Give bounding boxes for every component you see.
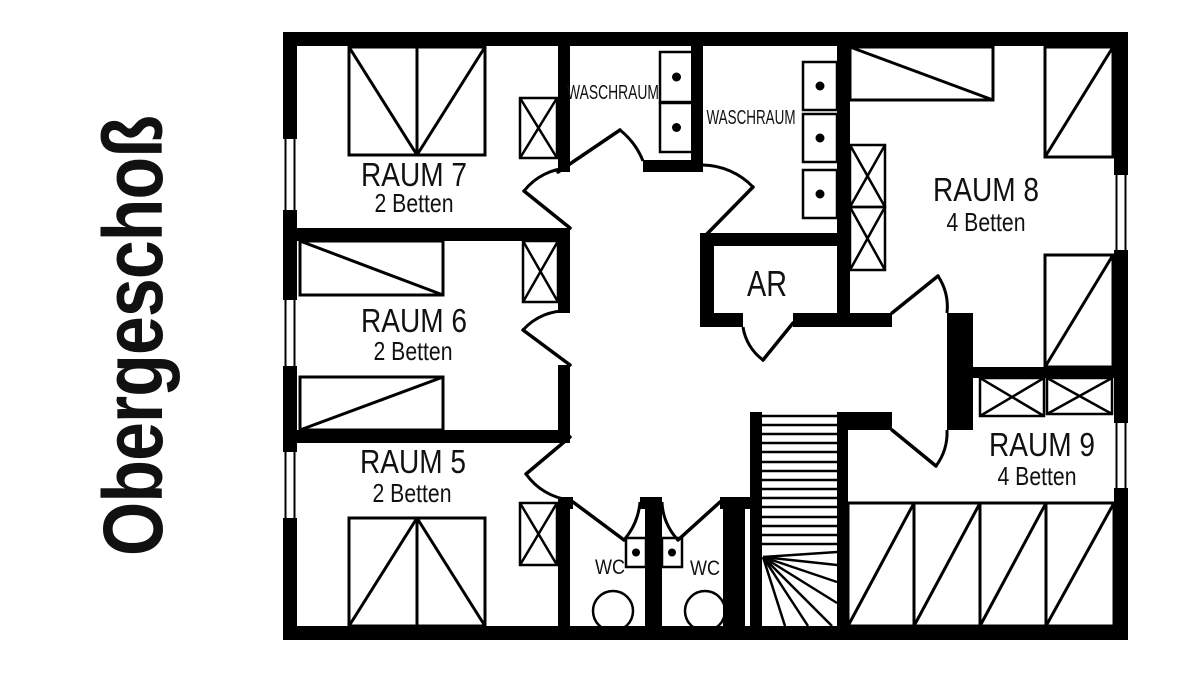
room-label-wc-left: WC xyxy=(595,556,625,579)
wall-ar-bottom-right xyxy=(793,313,892,327)
wall-washroom-left-bottom xyxy=(643,160,703,172)
room-label-washroom-left: WASCHRAUM xyxy=(567,82,659,104)
bed-icon xyxy=(1043,253,1115,369)
wardrobe-icon xyxy=(518,501,559,567)
door-swing-icon xyxy=(660,500,722,542)
wall-hall-west-upper xyxy=(558,46,570,172)
wall-wc-top-mid-nub xyxy=(640,497,662,509)
wall-raum7-raum6 xyxy=(297,228,570,241)
wall-washroom-right-east xyxy=(837,46,850,327)
door-swing-icon xyxy=(890,274,949,315)
wall-stairs-east xyxy=(837,430,848,626)
bed-icon xyxy=(846,501,1116,628)
window-marker xyxy=(1114,421,1128,490)
wardrobe-icon xyxy=(848,143,887,209)
door-swing-icon xyxy=(556,128,645,174)
window-marker xyxy=(283,298,297,368)
stair-treads xyxy=(762,414,837,546)
floor-title: Obergeschoß xyxy=(86,116,180,556)
wall-stairs-west xyxy=(750,412,762,627)
door-swing-icon xyxy=(890,428,949,468)
wall-wc-west xyxy=(558,497,570,626)
wall-outer-top xyxy=(283,32,1128,46)
wardrobes xyxy=(518,96,1114,567)
sink-icon xyxy=(801,168,839,220)
beds xyxy=(298,45,1116,628)
sink-icon xyxy=(658,101,695,154)
wardrobe-icon xyxy=(978,376,1046,418)
stair-winders xyxy=(761,550,838,627)
bed-icon xyxy=(347,516,487,628)
room-label-wc-right: WC xyxy=(690,557,720,580)
doors xyxy=(521,128,949,542)
room-beds-raum5: 2 Betten xyxy=(373,478,452,508)
window-marker xyxy=(283,450,297,520)
wardrobe-icon xyxy=(518,96,559,160)
wardrobe-icon xyxy=(1045,376,1114,416)
sinks xyxy=(624,50,839,569)
toilets xyxy=(591,589,727,633)
wall-outer-bottom xyxy=(283,626,1128,640)
room-label-raum9: RAUM 9 xyxy=(989,426,1095,463)
door-swing-icon xyxy=(522,166,572,230)
room-label-raum6: RAUM 6 xyxy=(361,302,467,339)
room-label-ar: AR xyxy=(747,263,787,304)
room-beds-raum8: 4 Betten xyxy=(947,207,1026,237)
wall-stairs-top xyxy=(837,412,892,430)
door-swing-icon xyxy=(741,321,795,362)
wall-raum6-raum5 xyxy=(297,430,570,443)
wardrobe-icon xyxy=(521,239,560,304)
toilet-icon xyxy=(683,589,727,633)
bed-icon xyxy=(1043,45,1115,159)
bed-icon xyxy=(848,45,995,102)
room-beds-raum9: 4 Betten xyxy=(998,461,1077,491)
wall-ar-west xyxy=(700,233,714,327)
room-beds-raum7: 2 Betten xyxy=(375,188,454,218)
toilet-icon xyxy=(591,589,635,633)
room-label-raum8: RAUM 8 xyxy=(933,171,1039,208)
wall-hall-east-column xyxy=(947,313,973,430)
sink-icon xyxy=(801,60,839,112)
wall-wc-east xyxy=(723,497,745,626)
window-marker xyxy=(283,137,297,212)
sink-icon xyxy=(658,50,695,104)
windows xyxy=(283,137,1128,520)
bed-icon xyxy=(298,375,445,432)
wall-hall-west-lower xyxy=(558,365,570,437)
sink-icon xyxy=(660,536,684,569)
wall-outer-right xyxy=(1114,32,1128,640)
wall-hall-west-mid xyxy=(558,228,570,313)
sink-icon xyxy=(624,536,648,569)
door-swing-icon xyxy=(524,435,572,502)
wall-ar-top xyxy=(700,233,850,246)
room-label-washroom-right: WASCHRAUM xyxy=(707,107,796,129)
wardrobe-icon xyxy=(848,205,887,272)
bed-icon xyxy=(298,239,445,297)
room-beds-raum6: 2 Betten xyxy=(374,336,453,366)
room-label-raum7: RAUM 7 xyxy=(361,156,467,193)
sink-icon xyxy=(801,112,839,164)
labels: Obergeschoß RAUM 7 2 Betten RAUM 6 2 Bet… xyxy=(86,82,1095,580)
room-label-raum5: RAUM 5 xyxy=(360,443,466,480)
wall-raum8-raum9 xyxy=(973,367,1114,378)
wall-wc-divider xyxy=(645,497,662,626)
bed-icon xyxy=(347,45,487,157)
wall-ar-bottom-left xyxy=(700,313,743,327)
door-swing-icon xyxy=(571,500,642,542)
window-marker xyxy=(1114,173,1128,252)
door-swing-icon xyxy=(702,163,755,238)
door-swing-icon xyxy=(521,309,572,367)
staircase xyxy=(761,414,838,627)
